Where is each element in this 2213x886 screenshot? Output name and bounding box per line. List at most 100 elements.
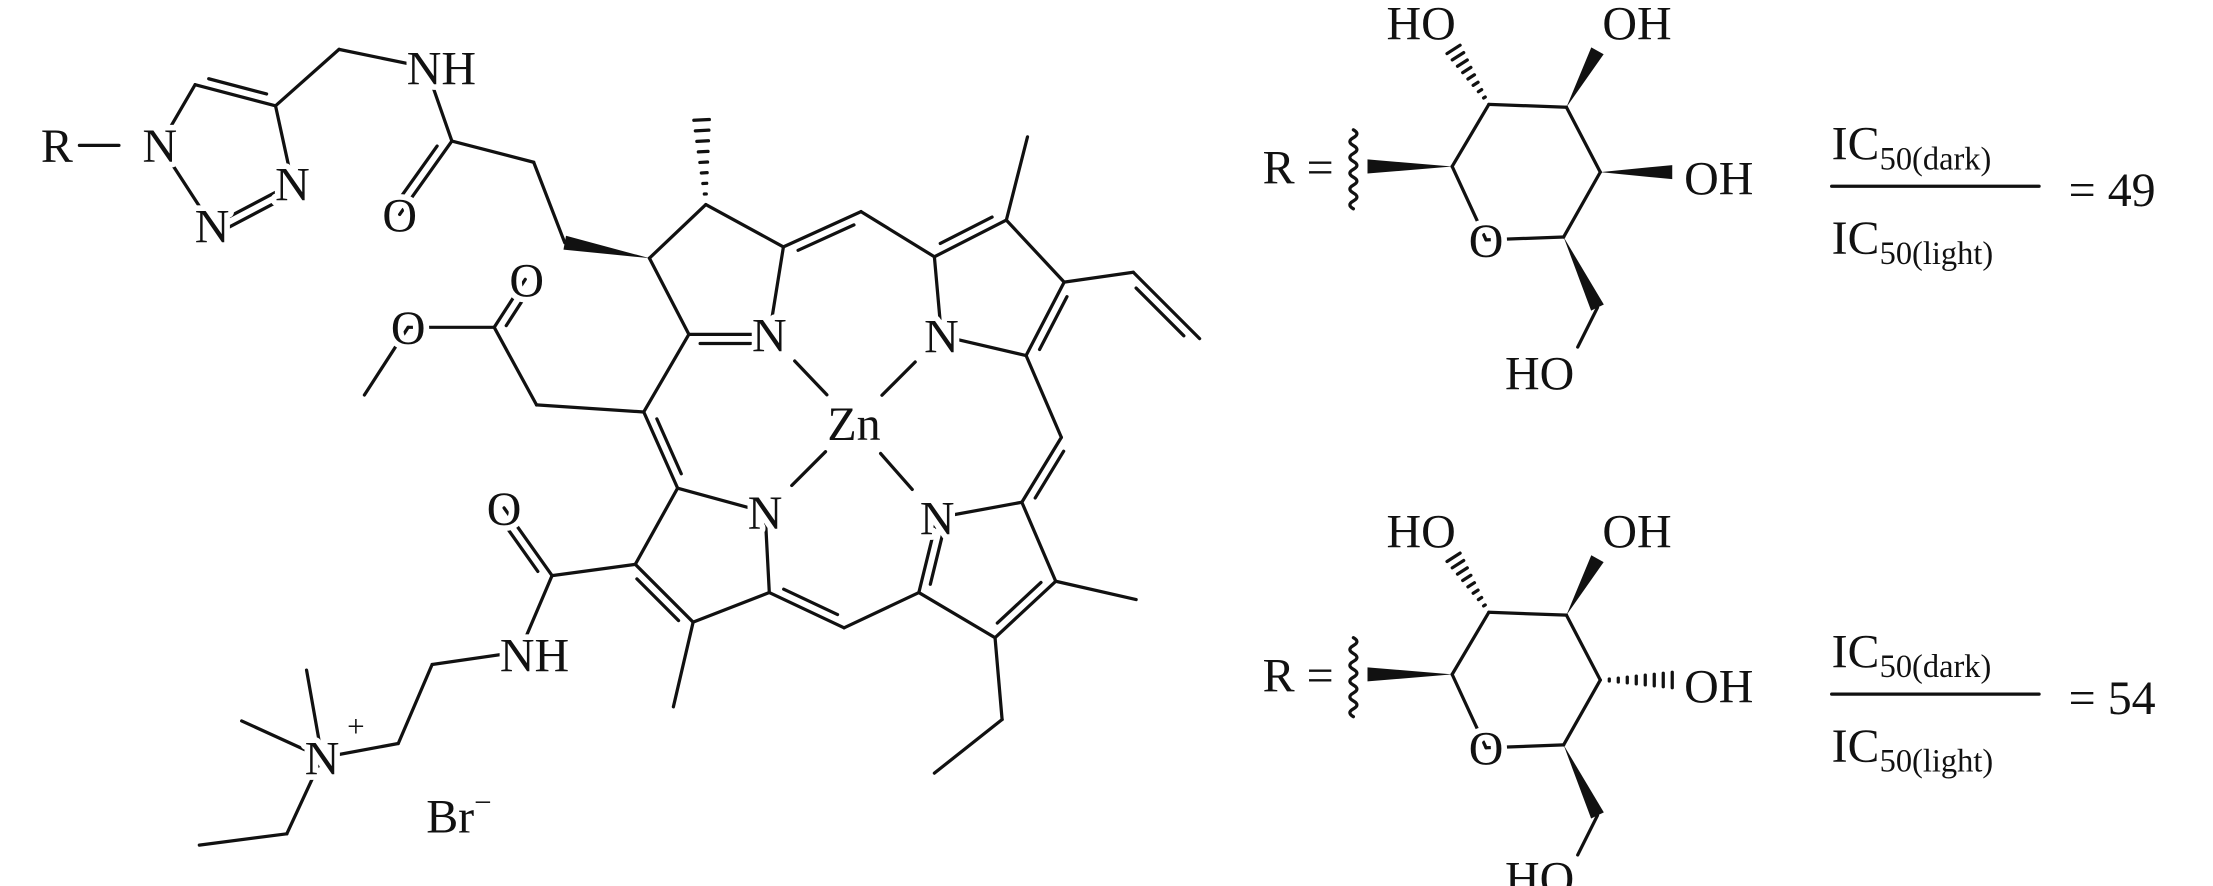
ratio-denominator: IC50(light) — [1832, 212, 1993, 272]
c5-wedge-bond — [1563, 744, 1604, 819]
ratio-value: = 54 — [2069, 672, 2156, 725]
double-bond-inner — [504, 289, 531, 328]
double-bond — [1020, 435, 1063, 504]
coordination-bond — [790, 450, 828, 488]
double-bond-inner — [995, 580, 1043, 625]
ester-o-label: O — [391, 302, 426, 355]
single-bond — [534, 403, 646, 414]
ho-top-label: HO — [1386, 0, 1455, 51]
single-bond — [939, 334, 1028, 358]
double-bond-inner — [635, 577, 681, 623]
c2-hashed-bond-hash — [1471, 588, 1480, 595]
double-bond — [398, 139, 454, 217]
methoxy-bond — [362, 325, 410, 397]
c2-hashed-bond-hash — [1481, 95, 1487, 100]
r-group-label: R — [41, 120, 73, 173]
ratio-value: = 49 — [2069, 164, 2156, 217]
r-equals-label: R = — [1263, 141, 1334, 194]
numerator-subscript: 50(dark) — [1880, 141, 1992, 177]
double-bond — [642, 410, 680, 490]
single-bond — [158, 83, 197, 147]
ho-bottom-label: HO — [1505, 347, 1574, 400]
single-bond — [767, 245, 786, 336]
ho-bottom-label: HO — [1505, 852, 1574, 886]
double-bond-inner — [796, 223, 856, 252]
ratio-numerator: IC50(dark) — [1832, 117, 1992, 177]
single-bond — [1020, 500, 1058, 583]
ho-top-label: HO — [1386, 505, 1455, 558]
pyrrole-n-c-label: N — [920, 493, 955, 546]
sugar-ring-bond — [1450, 672, 1488, 750]
vinyl-double-bond — [1131, 270, 1202, 341]
anomeric-wedge-bond — [1367, 667, 1453, 682]
c2-hashed-bond-hash — [1455, 566, 1469, 576]
sugar-ring-bond — [1561, 170, 1602, 239]
single-bond — [647, 202, 708, 260]
single-bond — [932, 255, 944, 338]
single-bond — [273, 47, 341, 108]
substituent-2-labels: R = HO OH OH O HO IC50(dark) IC50(light)… — [1257, 500, 2161, 886]
c2-hashed-bond-hash — [1461, 573, 1473, 583]
ch2oh-bond — [1576, 813, 1600, 857]
c4-wedge-bond — [1600, 165, 1673, 180]
amide-nh-bottom-label: NH — [500, 630, 569, 683]
c2-hashed-bond-hash — [1476, 595, 1484, 602]
methyl-bond — [671, 620, 695, 709]
ratio-numerator: IC50(dark) — [1832, 625, 1992, 685]
double-bond — [210, 181, 295, 228]
methyl-hashed-bond-hash — [692, 117, 711, 122]
sugar-ring-bond — [1564, 613, 1602, 682]
single-bond — [917, 590, 997, 640]
double-bond-inner — [938, 215, 994, 246]
anomeric-wedge-bond — [1367, 159, 1453, 174]
double-bond-inner — [1033, 449, 1066, 500]
ring-o-label: O — [1469, 723, 1504, 776]
sugar-ring-bond — [1450, 610, 1491, 676]
c2-hashed-bond-hash — [1471, 80, 1480, 87]
double-bond — [993, 579, 1058, 640]
single-bond — [450, 139, 536, 164]
n-methyl-bond — [240, 719, 324, 760]
bond-layer — [77, 43, 1674, 857]
denominator-ic: IC — [1832, 212, 1880, 265]
oh-right-label: OH — [1684, 153, 1753, 206]
bromide-charge: − — [474, 785, 492, 820]
single-bond — [763, 510, 771, 595]
double-bond-inner — [655, 417, 683, 476]
substituent-1-labels: R = HO OH OH O HO IC50(dark) IC50(light)… — [1257, 0, 2161, 406]
double-bond — [492, 277, 527, 329]
c2-hashed-bond-hash — [1445, 551, 1462, 564]
pyrrole-n-b-label: N — [924, 311, 959, 364]
single-bond — [633, 486, 680, 566]
single-bond — [935, 500, 1024, 520]
methyl-hashed-bond-hash — [693, 128, 711, 133]
ch2oh-bond — [1576, 305, 1600, 349]
c2-hashed-bond-hash — [1445, 43, 1462, 56]
double-bond — [917, 516, 939, 595]
double-bond-inner — [207, 77, 269, 96]
single-bond — [647, 256, 691, 336]
ammonium-n-label: N — [305, 733, 340, 786]
single-bond — [842, 590, 921, 630]
ratio-denominator: IC50(light) — [1832, 720, 1993, 780]
numerator-subscript: 50(dark) — [1880, 649, 1992, 685]
single-bond — [396, 662, 434, 746]
single-bond — [691, 590, 771, 624]
coordination-bond — [793, 359, 829, 397]
pyrrole-n-a-label: N — [752, 309, 787, 362]
oh-top-label: OH — [1602, 505, 1671, 558]
single-bond — [492, 325, 539, 407]
sugar-ring-bond — [1450, 164, 1488, 242]
sugar-ring-bond — [1484, 743, 1566, 750]
oh-top-label: OH — [1602, 0, 1671, 51]
double-bond-inner — [782, 587, 840, 617]
pyrrole-n-d-label: N — [748, 487, 783, 540]
single-bond — [320, 741, 400, 760]
double-bond-inner — [928, 528, 946, 586]
single-bond — [704, 202, 786, 249]
wavy-attachment-bond — [1348, 128, 1359, 211]
amide-o-bottom-label: O — [487, 483, 522, 536]
c2-hashed-bond-hash — [1450, 558, 1466, 570]
triazole-n1-label: N — [143, 120, 178, 173]
coordination-bond — [880, 360, 917, 397]
